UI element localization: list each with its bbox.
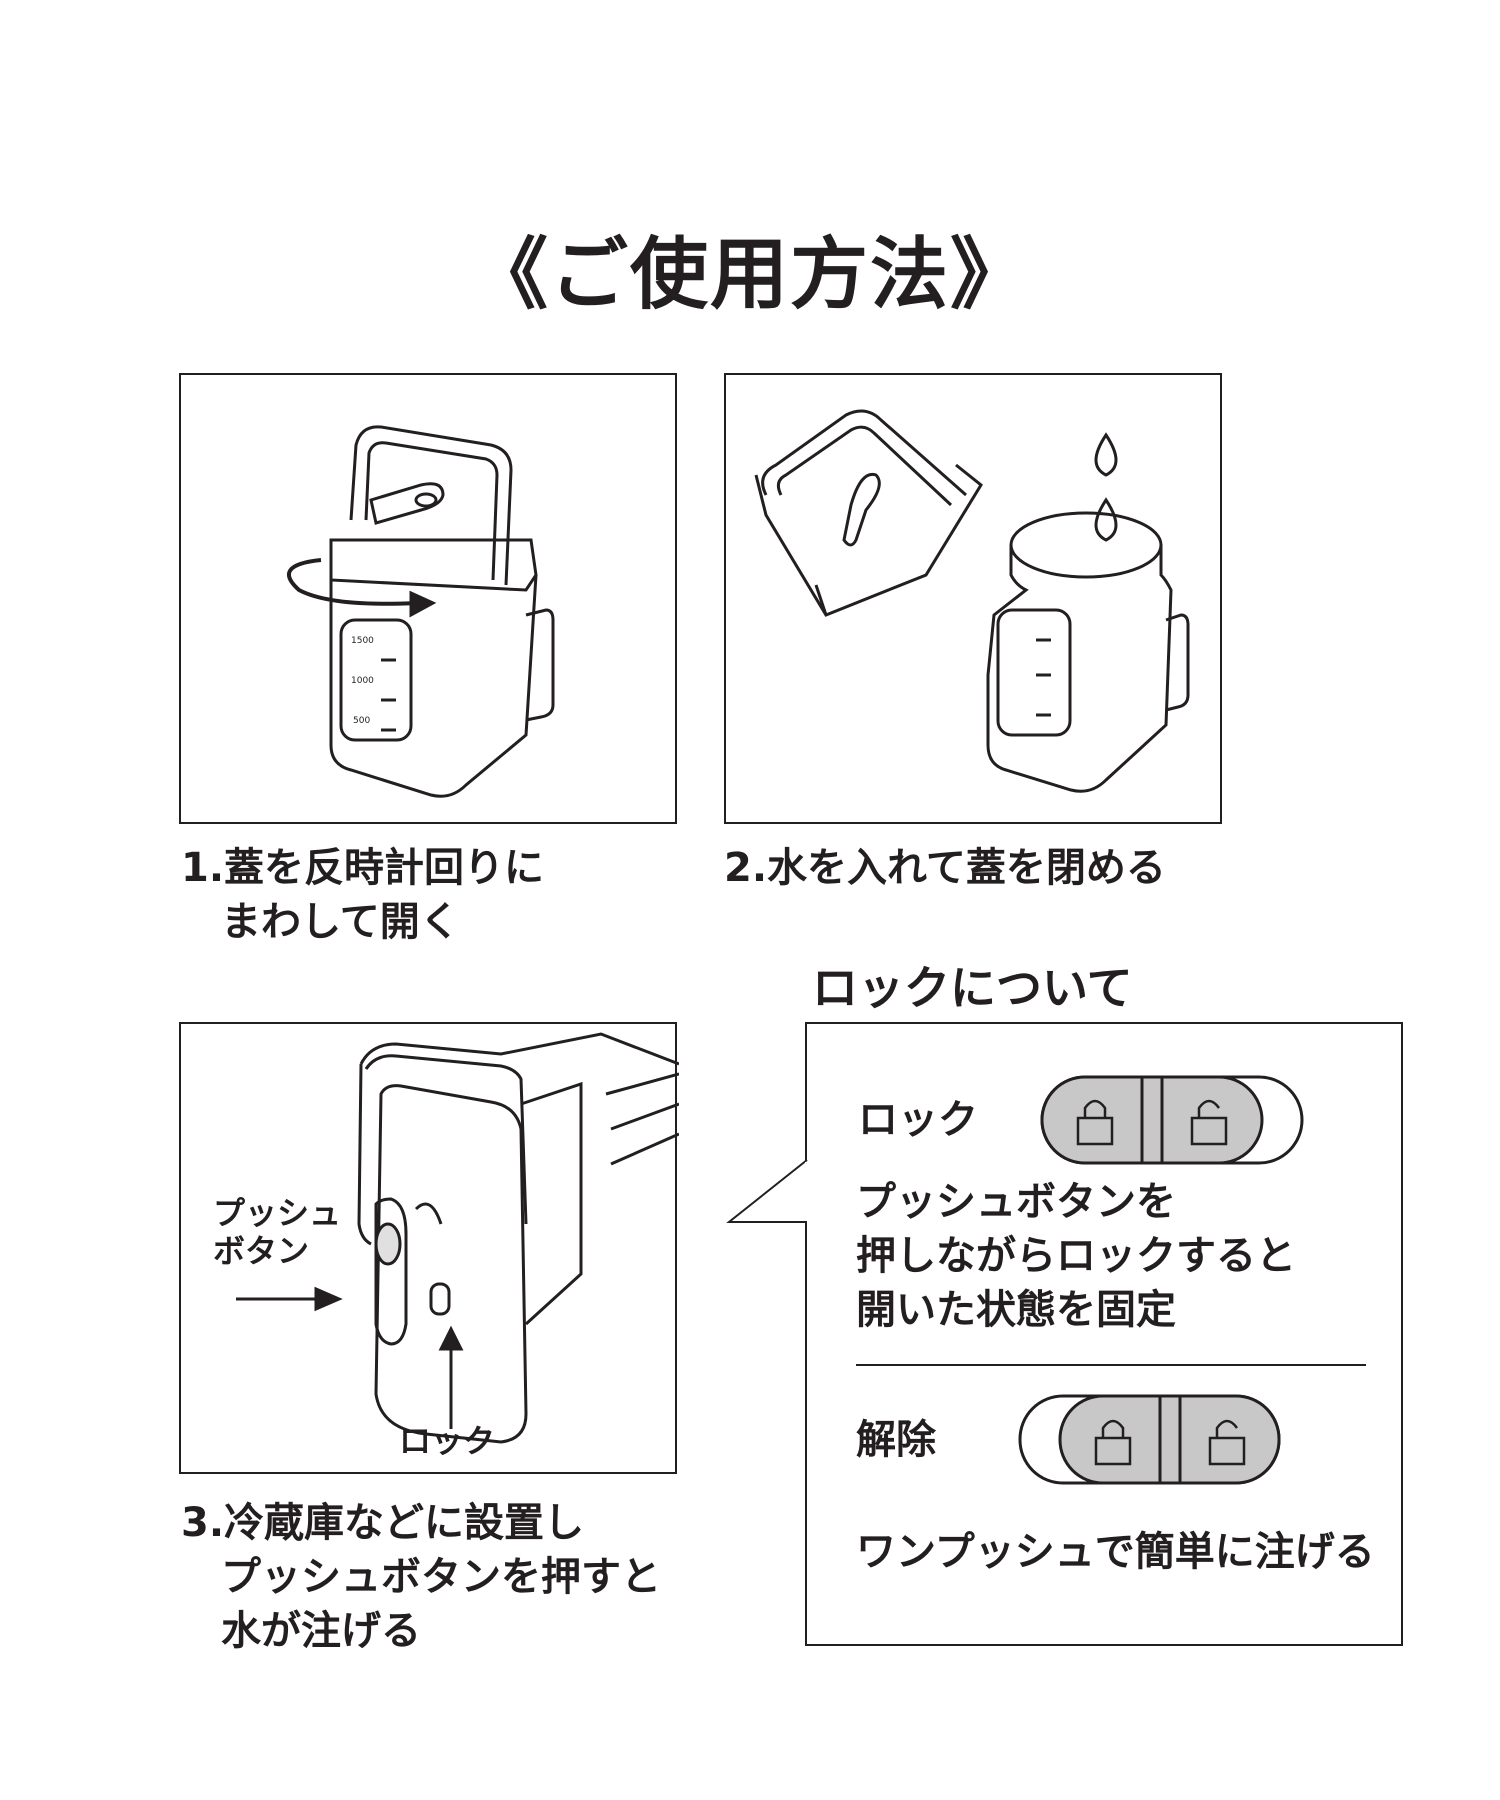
step3-caption: 3.冷蔵庫などに設置し プッシュボタンを押すと 水が注げる (181, 1496, 661, 1658)
scale-mark: 500 (353, 716, 370, 726)
lock-state-label: ロック (858, 1097, 978, 1143)
lock-desc-line3: 開いた状態を固定 (856, 1287, 1176, 1333)
step3-line1: 3.冷蔵庫などに設置し (181, 1500, 585, 1546)
step3-illustration: プッシュ ボタン ロック (179, 1022, 679, 1474)
page-title: 《ご使用方法》 (469, 230, 1030, 320)
release-state-label: 解除 (856, 1417, 936, 1463)
step2-illustration (724, 373, 1222, 824)
step3-line2: プッシュボタンを押すと (221, 1554, 661, 1600)
step2-caption: 2.水を入れて蓋を閉める (724, 845, 1166, 891)
push-button-label-line1: プッシュ (213, 1194, 342, 1232)
push-button-label: プッシュ ボタン (213, 1194, 341, 1270)
lock-desc-line1: プッシュボタンを (856, 1179, 1176, 1225)
scale-mark: 1500 (351, 636, 374, 646)
scale-mark: 1000 (351, 676, 374, 686)
step3-line3: 水が注げる (221, 1608, 421, 1654)
lock-description: プッシュボタンを 押しながらロックすると 開いた状態を固定 (856, 1175, 1296, 1337)
step1-illustration: 1500 1000 500 (179, 373, 677, 824)
push-button-label-line2: ボタン (213, 1232, 310, 1270)
lock-label: ロック (399, 1422, 496, 1460)
lock-desc-line2: 押しながらロックすると (856, 1233, 1296, 1279)
step1-line2: まわして開く (221, 899, 460, 945)
lock-section-heading: ロックについて (812, 961, 1133, 1015)
step1-line1: 1.蓋を反時計回りに (181, 845, 545, 891)
step1-caption: 1.蓋を反時計回りに まわして開く (181, 841, 544, 949)
release-description: ワンプッシュで簡単に注げる (856, 1529, 1375, 1575)
